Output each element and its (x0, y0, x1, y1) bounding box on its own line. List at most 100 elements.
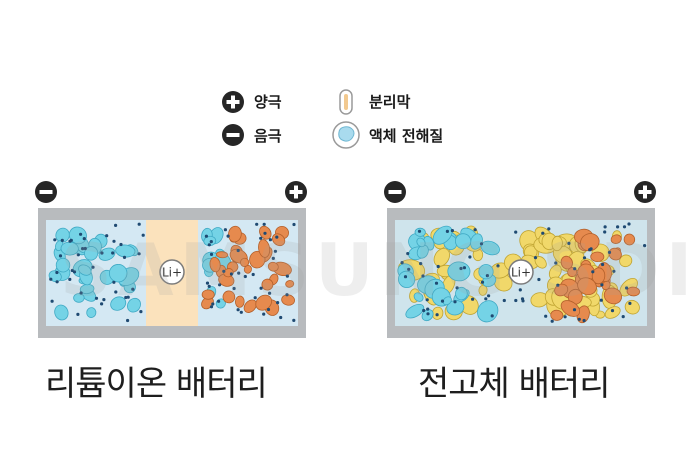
lithium-ion: Li+ (159, 259, 185, 285)
ion-dot (259, 236, 263, 240)
ion-dot (232, 286, 236, 291)
ion-dot (436, 264, 440, 269)
anode-particle (109, 263, 128, 283)
ion-dot (567, 241, 571, 245)
ion-dot (462, 266, 466, 270)
solid-electrolyte-particle (619, 254, 633, 268)
ion-dot (599, 298, 603, 302)
ion-dot (520, 297, 525, 301)
ion-dot (82, 237, 86, 241)
ion-dot (403, 275, 408, 279)
ion-dot (271, 256, 275, 260)
anode-particle (110, 296, 127, 311)
anode-particle (455, 233, 472, 250)
ion-dot (485, 274, 489, 278)
cathode-particle (577, 277, 597, 296)
ion-dot (60, 238, 64, 242)
ion-dot (292, 222, 296, 227)
cathode-particle (610, 234, 622, 244)
anode-particle (442, 296, 452, 306)
ion-dot (122, 255, 127, 259)
ion-dot (273, 249, 277, 253)
ion-dot (268, 238, 272, 242)
ion-dot (285, 274, 289, 278)
cathode-particle (608, 247, 622, 261)
particle-layer (397, 222, 647, 324)
ion-dot (112, 239, 116, 243)
ion-dot (600, 283, 604, 287)
positive-terminal-icon (634, 181, 656, 203)
legend-symbols-left (222, 91, 244, 146)
ion-dot (455, 286, 459, 290)
ion-dot (49, 277, 53, 281)
anode-particle (413, 292, 424, 302)
solid-electrolyte-particle (433, 248, 450, 267)
ion-dot (223, 228, 227, 232)
ion-dot (209, 305, 214, 309)
ion-dot (53, 238, 57, 242)
legend-symbols-right (332, 89, 360, 149)
ion-dot (222, 269, 226, 273)
lithium-ion: Li+ (508, 259, 534, 285)
cathode-particle (209, 256, 221, 273)
ion-dot (124, 295, 128, 300)
cathode-particle (261, 278, 274, 291)
ion-dot (490, 314, 494, 318)
ion-dot (207, 243, 211, 247)
legend-separator-label: 분리막 (369, 93, 411, 111)
ion-dot (612, 269, 616, 273)
solid-electrolyte-particle (604, 306, 621, 319)
ion-dot (541, 231, 545, 235)
ion-dot (425, 298, 429, 302)
ion-dot (419, 262, 423, 266)
ion-dot (262, 312, 266, 316)
ion-dot (582, 318, 586, 323)
ion-dot (450, 229, 454, 233)
ion-dot (137, 222, 141, 226)
ion-dot (100, 302, 104, 306)
ion-dot (58, 254, 63, 258)
ion-dot (262, 222, 266, 226)
ion-dot (100, 251, 104, 255)
ion-dot (79, 232, 83, 236)
cathode-particle (590, 251, 605, 263)
cathode-particle (201, 289, 215, 300)
ion-dot (426, 307, 430, 311)
ion-dot (547, 227, 551, 231)
anode-particle (416, 237, 426, 248)
ion-dot (236, 248, 240, 253)
ion-dot (229, 272, 234, 276)
caption-lithium-ion: 리튬이온 배터리 (45, 364, 268, 404)
cathode-particle (591, 267, 606, 285)
ion-dot (621, 315, 625, 319)
ion-dot (473, 228, 477, 232)
ion-dot (603, 230, 607, 234)
ion-dot (407, 267, 411, 271)
ion-dot (435, 313, 439, 317)
ion-label: Li+ (162, 266, 182, 280)
ion-dot (603, 225, 607, 229)
ion-dot (263, 231, 267, 235)
ion-dot (577, 317, 581, 321)
ion-dot (643, 244, 647, 248)
anode-particle (84, 246, 99, 261)
cathode-particle (216, 251, 229, 259)
negative-icon (222, 124, 244, 146)
ion-dot (237, 271, 241, 275)
ion-dot (628, 301, 632, 305)
ion-dot (79, 291, 83, 295)
ion-dot (141, 233, 145, 237)
ion-dot (205, 281, 210, 285)
ion-dot (426, 312, 430, 316)
ion-dot (554, 261, 558, 265)
ion-dot (83, 246, 87, 251)
anode-particle (455, 286, 468, 301)
ion-dot (279, 315, 283, 320)
ion-dot (610, 309, 615, 313)
ion-dot (479, 242, 484, 246)
cathode-particle (626, 286, 640, 297)
ion-dot (204, 234, 208, 238)
ion-dot (533, 256, 538, 260)
ion-dot (251, 272, 255, 277)
anode-particle (78, 264, 92, 276)
